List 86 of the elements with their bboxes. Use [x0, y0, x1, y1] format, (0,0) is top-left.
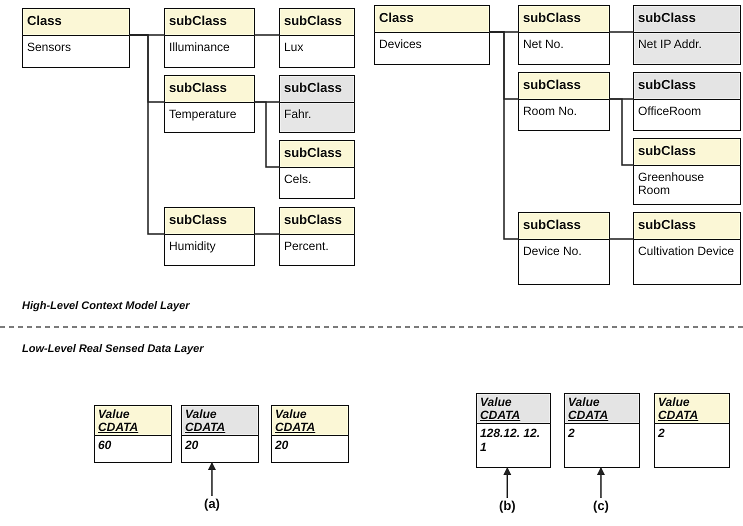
- class-header: subClass: [165, 76, 254, 103]
- class-box: [279, 75, 355, 133]
- class-box: [518, 212, 610, 285]
- connector-line: [255, 233, 279, 235]
- class-name: Room No.: [522, 103, 578, 120]
- class-header: Class: [23, 9, 129, 36]
- class-header: subClass: [634, 213, 740, 240]
- connector-line: [610, 31, 633, 33]
- value-label: Value: [568, 396, 601, 409]
- class-name: OfficeRoom: [637, 103, 702, 120]
- class-box: [518, 72, 610, 131]
- class-name: Greenhouse Room: [637, 169, 706, 199]
- value-label: Value: [98, 408, 131, 421]
- class-header: subClass: [634, 73, 740, 100]
- type-label: CDATA: [480, 409, 522, 422]
- type-label: CDATA: [98, 421, 140, 434]
- arrow: [503, 467, 512, 498]
- value-label: Value: [275, 408, 308, 421]
- class-header: subClass: [519, 73, 609, 100]
- class-name: Net No.: [522, 36, 565, 53]
- class-name: Devices: [378, 36, 423, 53]
- value-label: Value: [658, 396, 691, 409]
- class-box: [164, 8, 255, 68]
- type-label: CDATA: [658, 409, 700, 422]
- class-header: subClass: [519, 6, 609, 33]
- value-text: 20: [274, 437, 290, 454]
- class-header: subClass: [280, 9, 354, 36]
- class-header: Class: [375, 6, 489, 33]
- callout-label: (b): [499, 498, 516, 513]
- callout-label: (c): [593, 498, 609, 513]
- class-name: Sensors: [26, 39, 72, 56]
- layer-label: Low-Level Real Sensed Data Layer: [22, 343, 204, 355]
- connector-line: [610, 98, 633, 166]
- class-box: [164, 75, 255, 133]
- value-box: [271, 405, 349, 463]
- arrow: [208, 462, 216, 496]
- class-name: Net IP Addr.: [637, 36, 703, 53]
- type-label: CDATA: [185, 421, 226, 434]
- class-box: [279, 8, 355, 68]
- class-box: [518, 5, 610, 65]
- class-name: Cultivation Device: [637, 243, 736, 260]
- class-name: Temperature: [168, 106, 238, 123]
- connector-line: [490, 31, 518, 240]
- class-box: [164, 207, 255, 266]
- class-box: [633, 212, 741, 285]
- class-header: subClass: [165, 208, 254, 235]
- connector-line: [255, 101, 279, 168]
- value-box: [476, 393, 551, 468]
- type-label: CDATA: [568, 409, 610, 422]
- class-name: Fahr.: [283, 106, 312, 123]
- class-name: Illuminance: [168, 39, 231, 56]
- value-text: 128.12. 12. 1: [479, 425, 542, 456]
- class-box: [633, 138, 741, 205]
- class-box: [22, 8, 130, 68]
- class-box: [279, 140, 355, 199]
- class-header: subClass: [280, 141, 354, 168]
- value-text: 60: [97, 437, 112, 454]
- class-header: subClass: [165, 9, 254, 36]
- class-header: subClass: [634, 139, 740, 166]
- class-box: [633, 5, 741, 65]
- value-box: [564, 393, 640, 468]
- class-box: [633, 72, 741, 131]
- type-label: CDATA: [275, 421, 316, 434]
- class-name: Cels.: [283, 171, 312, 188]
- arrow: [596, 467, 605, 498]
- value-box: [181, 405, 259, 463]
- callout-label: (a): [204, 496, 220, 511]
- value-label: Value: [185, 408, 218, 421]
- class-box: [374, 5, 490, 65]
- connector-line: [130, 34, 164, 235]
- value-box: [654, 393, 730, 468]
- value-text: 2: [656, 425, 666, 442]
- class-header: subClass: [280, 208, 354, 235]
- class-name: Device No.: [522, 243, 583, 260]
- class-header: subClass: [519, 213, 609, 240]
- value-box: [94, 405, 172, 463]
- connector-line: [610, 238, 633, 240]
- class-name: Lux: [283, 39, 304, 56]
- class-name: Percent.: [283, 238, 330, 255]
- layer-label: High-Level Context Model Layer: [22, 300, 190, 312]
- value-text: 20: [184, 437, 200, 454]
- class-name: Humidity: [168, 238, 217, 255]
- value-label: Value: [480, 396, 513, 409]
- class-box: [279, 207, 355, 266]
- connector-line: [255, 34, 279, 36]
- value-text: 2: [566, 425, 576, 442]
